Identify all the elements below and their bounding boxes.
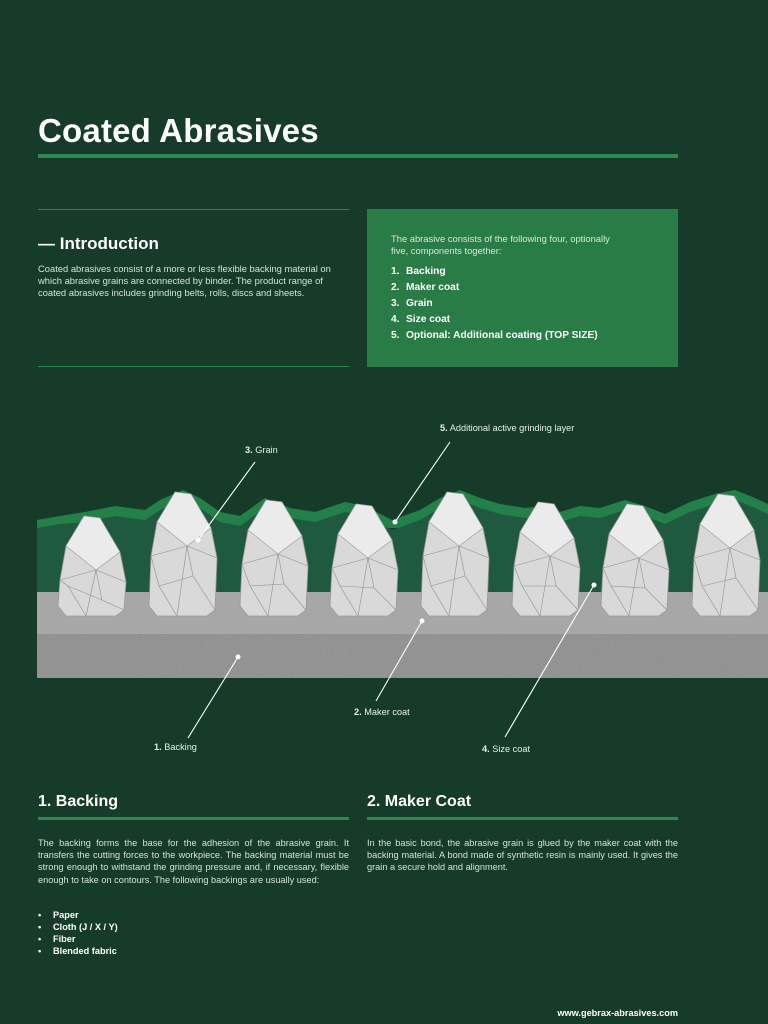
callout-line-top-size: [394, 441, 451, 523]
grain-facet-line: [719, 547, 731, 617]
components-list: 1.Backing 2.Maker coat 3.Grain 4.Size co…: [391, 264, 598, 344]
component-item: 2.Maker coat: [391, 282, 460, 293]
backing-heading: 1. Backing: [38, 793, 119, 810]
callout-dot-maker: [419, 618, 425, 624]
label-grain: 3. Grain: [245, 445, 278, 455]
label-backing: 1. Backing: [154, 742, 197, 752]
grain-facet-line: [729, 547, 761, 561]
callout-line-maker: [375, 620, 423, 702]
grain-facet: [699, 493, 755, 549]
grain-facet-line: [693, 547, 731, 559]
grain-facet-line: [357, 557, 369, 617]
backing-text: The backing forms the base for the adhes…: [38, 838, 349, 885]
maker-coat-heading-rule: [367, 817, 678, 820]
grain-facet: [608, 503, 664, 559]
grain-facet-line: [339, 585, 375, 589]
callout-dot-top-size: [392, 519, 398, 525]
grain-facet-line: [331, 557, 369, 569]
list-item: Paper: [38, 909, 118, 921]
grain-facet-line: [176, 545, 188, 617]
grain-facet-line: [267, 553, 279, 617]
grain-group: [57, 491, 761, 617]
size-coat-layer: [37, 500, 768, 592]
page-title: Coated Abrasives: [38, 112, 319, 149]
grain-facet-line: [701, 577, 737, 587]
grain-facet-line: [95, 569, 127, 583]
callout-dot-size-coat: [591, 582, 597, 588]
grain-facet-line: [241, 553, 279, 565]
list-item: Fiber: [38, 933, 118, 945]
grain-facet-line: [549, 555, 581, 569]
callout-dot-grain: [195, 537, 201, 543]
grain-facet: [428, 491, 484, 547]
label-top-size: 5. Additional active grinding layer: [440, 423, 575, 433]
component-item: 1.Backing: [391, 266, 446, 277]
intro-heading: — Introduction: [38, 234, 159, 253]
component-item: 4.Size coat: [391, 314, 451, 325]
grain-facet-line: [59, 569, 97, 581]
intro-top-divider: [38, 209, 349, 210]
grain-facet-line: [249, 583, 285, 587]
label-size-coat: 4. Size coat: [482, 744, 531, 754]
backing-heading-rule: [38, 817, 349, 820]
list-item: Blended fabric: [38, 945, 118, 957]
maker-coat-heading: 2. Maker Coat: [367, 793, 472, 810]
grain-facet-line: [448, 545, 460, 617]
grain-facet: [247, 499, 303, 555]
grain-facet-line: [458, 545, 490, 559]
grain-facet: [519, 501, 575, 557]
grain-facet-line: [186, 545, 218, 559]
grain-facet-line: [610, 585, 646, 589]
label-maker-coat: 2. Maker coat: [354, 707, 410, 717]
maker-coat-text: In the basic bond, the abrasive grain is…: [367, 838, 678, 873]
components-box: The abrasive consists of the following f…: [367, 209, 678, 367]
intro-bottom-divider: [38, 366, 349, 367]
grain-facet-line: [85, 569, 97, 617]
grain-facet-line: [602, 557, 640, 569]
intro-text: Coated abrasives consist of a more or le…: [38, 263, 331, 298]
backing-list: Paper Cloth (J / X / Y) Fiber Blended fa…: [38, 909, 118, 957]
grain-facet-line: [67, 585, 103, 601]
list-item: Cloth (J / X / Y): [38, 921, 118, 933]
grain-facet-line: [422, 545, 460, 557]
grain-facet: [65, 515, 121, 571]
grain-facet-line: [367, 557, 399, 571]
footer-url: www.gebrax-abrasives.com: [557, 1008, 678, 1018]
callout-line-grain: [197, 461, 256, 541]
components-intro: The abrasive consists of the following f…: [391, 233, 610, 256]
grain-facet-line: [277, 553, 309, 567]
grain-facet-line: [158, 575, 194, 587]
title-underline: [38, 154, 678, 158]
grain-facet: [337, 503, 393, 559]
callout-dot-backing: [235, 654, 241, 660]
component-item: 3.Grain: [391, 298, 433, 309]
component-item: 5.Optional: Additional coating (TOP SIZE…: [391, 330, 598, 341]
callout-line-size-coat: [504, 584, 595, 738]
grain-facet-line: [628, 557, 640, 617]
callout-line-backing: [187, 656, 239, 739]
grain-facet-line: [430, 575, 466, 587]
abrasive-cross-section-diagram: [37, 441, 768, 739]
grain-facet-line: [638, 557, 670, 571]
grain-facet: [156, 491, 212, 547]
grain-facet-line: [513, 555, 551, 567]
grain-facet-line: [150, 545, 188, 557]
